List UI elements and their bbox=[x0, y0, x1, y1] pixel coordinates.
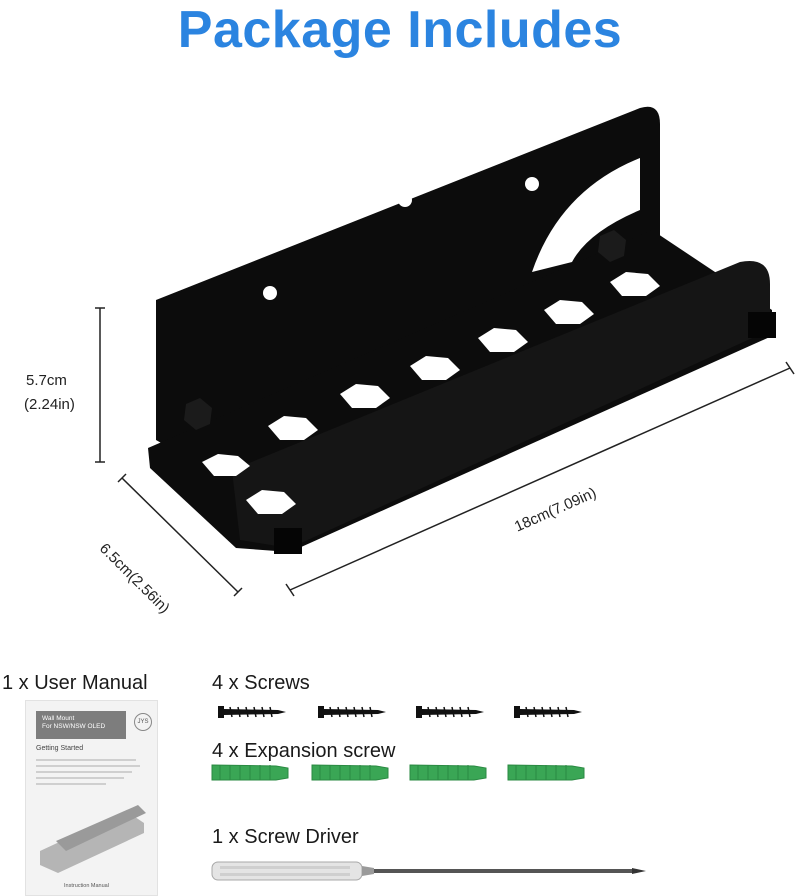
screw-icon bbox=[218, 706, 582, 718]
length-dimension-line bbox=[285, 361, 795, 597]
height-in-label: (2.24in) bbox=[24, 396, 75, 413]
depth-dimension-line bbox=[117, 473, 243, 597]
manual-subheading: Getting Started bbox=[36, 745, 84, 752]
height-cm-label: 5.7cm bbox=[26, 372, 67, 389]
screwdriver-icon bbox=[211, 861, 646, 881]
expansion-label: 4 x Expansion screw bbox=[212, 740, 396, 762]
manual-heading: Wall Mount For NSW/NSW OLED bbox=[36, 711, 126, 739]
user-manual: Wall Mount For NSW/NSW OLED JYS Getting … bbox=[25, 700, 158, 896]
screws-label: 4 x Screws bbox=[212, 672, 310, 694]
manual-label: 1 x User Manual bbox=[2, 672, 148, 694]
back-panel bbox=[156, 106, 660, 448]
manual-logo: JYS bbox=[134, 713, 152, 731]
hex-holes bbox=[202, 272, 660, 514]
manual-text-lines bbox=[36, 759, 146, 789]
screwdriver-label: 1 x Screw Driver bbox=[212, 826, 359, 848]
height-dimension-line bbox=[95, 307, 105, 463]
page-title: Package Includes bbox=[177, 1, 623, 59]
manual-heading-line1: Wall Mount bbox=[42, 715, 75, 722]
manual-shelf-image bbox=[40, 805, 146, 873]
manual-footer: Instruction Manual bbox=[64, 883, 109, 889]
panel-cutout bbox=[532, 158, 640, 272]
expansion-anchor-icon bbox=[211, 764, 585, 781]
front-lip bbox=[232, 260, 770, 548]
wall-shelf bbox=[148, 106, 776, 554]
manual-heading-line2: For NSW/NSW OLED bbox=[42, 723, 106, 730]
